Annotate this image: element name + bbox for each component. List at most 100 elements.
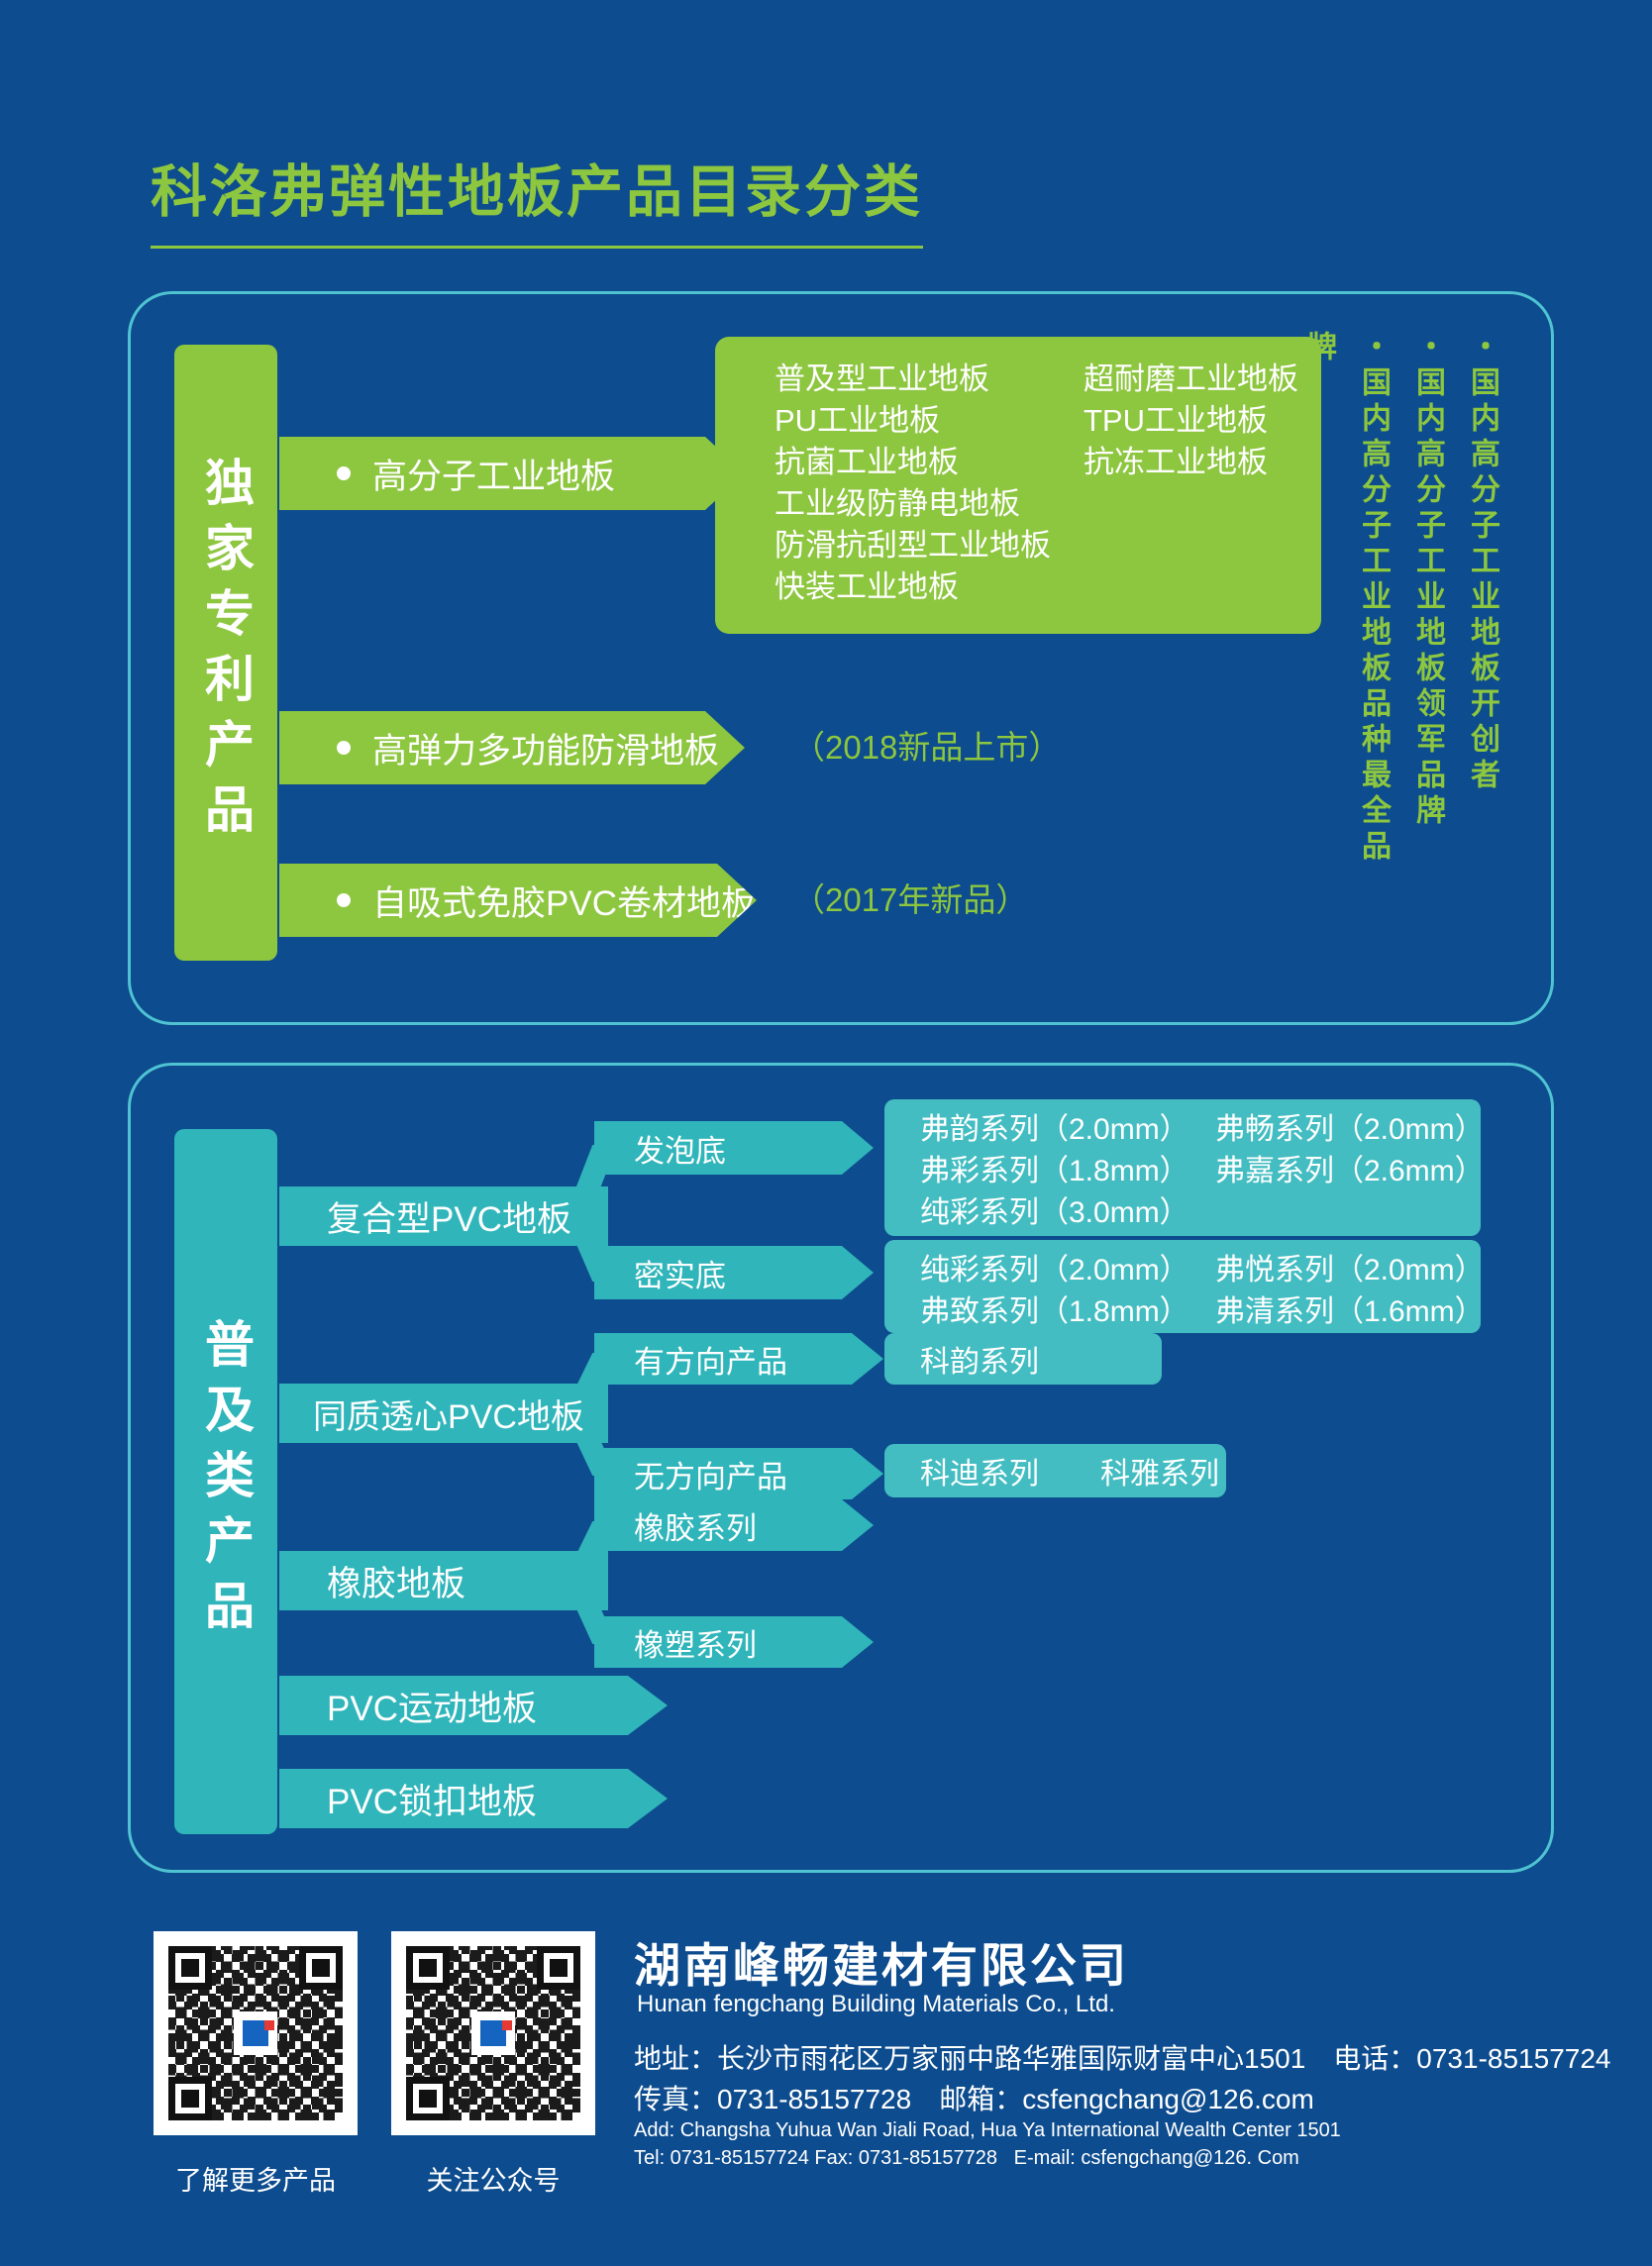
- tel-email-line-en: Tel: 0731-85157724 Fax: 0731-85157728 E-…: [634, 2147, 1299, 2169]
- homogeneous-pvc-banner: 同质透心PVC地板: [279, 1384, 608, 1443]
- banner-label: PVC锁扣地板: [327, 1782, 537, 1821]
- series-row: 弗致系列（1.8mm） 弗清系列（1.6mm）: [920, 1291, 1485, 1333]
- series-item: 弗嘉系列（2.6mm）: [1214, 1155, 1485, 1187]
- bullet-icon: [337, 466, 351, 480]
- banner-label: PVC运动地板: [327, 1689, 537, 1728]
- directional-series-box: 科韵系列: [884, 1333, 1162, 1385]
- company-name-en: Hunan fengchang Building Materials Co., …: [637, 1991, 1115, 2017]
- rubber-floor-banner: 橡胶地板: [279, 1551, 608, 1610]
- foam-base-series-box: 弗韵系列（2.0mm） 弗畅系列（2.0mm） 弗彩系列（1.8mm） 弗嘉系列…: [884, 1099, 1485, 1236]
- pvc-lock-floor-banner: PVC锁扣地板: [279, 1769, 668, 1828]
- list-item: TPU工业地板: [1084, 403, 1268, 438]
- arrow-label: 发泡底: [634, 1133, 726, 1169]
- non-directional-arrow: 无方向产品: [594, 1448, 883, 1499]
- series-row: 纯彩系列（3.0mm）: [920, 1192, 1481, 1234]
- qr-center-logo: [234, 2011, 277, 2055]
- slogan-line: ・国内高分子工业地板品种最全品牌: [1302, 331, 1390, 866]
- list-item: 快装工业地板: [774, 569, 959, 604]
- directional-arrow: 有方向产品: [594, 1333, 883, 1385]
- new-2018-note: （2018新品上市）: [792, 729, 1062, 766]
- list-item: 超耐磨工业地板: [1084, 361, 1298, 396]
- series-item: 科迪系列: [920, 1458, 1039, 1491]
- series-item: 科韵系列: [920, 1346, 1039, 1379]
- banner-label: 自吸式免胶PVC卷材地板: [372, 883, 756, 923]
- qr-finder-icon: [406, 2077, 450, 2120]
- series-row: 弗彩系列（1.8mm） 弗嘉系列（2.6mm）: [920, 1151, 1485, 1192]
- list-item: 防滑抗刮型工业地板: [774, 528, 1051, 563]
- banner-label: 同质透心PVC地板: [313, 1397, 584, 1436]
- banner-label: 高分子工业地板: [372, 457, 616, 496]
- list-row: 普及型工业地板 超耐磨工业地板: [774, 359, 1321, 400]
- slogan-line: ・国内高分子工业地板开创者: [1466, 331, 1498, 794]
- non-directional-series-box: 科迪系列 科雅系列: [884, 1444, 1226, 1497]
- series-item: 弗致系列（1.8mm）: [920, 1295, 1189, 1328]
- banner-label: 复合型PVC地板: [327, 1199, 571, 1239]
- list-item: 普及型工业地板: [774, 361, 989, 396]
- list-row: 防滑抗刮型工业地板: [774, 525, 1321, 566]
- series-item: 纯彩系列（3.0mm）: [920, 1196, 1189, 1229]
- arrow-label: 橡胶系列: [634, 1510, 757, 1546]
- qr-finder-icon: [168, 1946, 212, 1990]
- banner-label: 高弹力多功能防滑地板: [372, 731, 720, 771]
- qr-finder-icon: [537, 1946, 580, 1990]
- general-products-tab-label: 普及类产品: [198, 1318, 254, 1645]
- company-name: 湖南峰畅建材有限公司: [634, 1939, 1129, 1992]
- bullet-icon: [337, 893, 351, 907]
- qr-center-logo: [471, 2011, 515, 2055]
- list-item: 抗冻工业地板: [1084, 445, 1268, 479]
- patent-products-panel: [128, 291, 1554, 1025]
- list-row: 工业级防静电地板: [774, 483, 1321, 525]
- list-item: 工业级防静电地板: [774, 486, 1020, 521]
- address-line-en: Add: Changsha Yuhua Wan Jiali Road, Hua …: [634, 2119, 1341, 2141]
- slogan-line: ・国内高分子工业地板领军品牌: [1411, 331, 1444, 830]
- patent-products-tab-label: 独家专利产品: [198, 457, 254, 849]
- qr-wechat-label: 关注公众号: [426, 2166, 561, 2196]
- self-adhesive-pvc-banner: 自吸式免胶PVC卷材地板: [279, 864, 757, 937]
- polymer-industrial-floor-banner: 高分子工业地板: [279, 437, 745, 510]
- series-item: 弗彩系列（1.8mm）: [920, 1155, 1189, 1187]
- patent-products-tab: 独家专利产品: [174, 345, 277, 961]
- qr-finder-icon: [406, 1946, 450, 1990]
- brand-slogans-vertical: ・国内高分子工业地板开创者 ・国内高分子工业地板领军品牌 ・国内高分子工业地板品…: [1302, 331, 1509, 871]
- arrow-label: 无方向产品: [634, 1459, 787, 1494]
- list-item: PU工业地板: [774, 403, 941, 438]
- page-title: 科洛弗弹性地板产品目录分类: [151, 147, 923, 249]
- high-elastic-antislip-banner: 高弹力多功能防滑地板: [279, 711, 745, 784]
- list-row: 抗菌工业地板 抗冻工业地板: [774, 442, 1321, 483]
- qr-pattern: [406, 1946, 580, 2120]
- qr-code-wechat: [391, 1931, 595, 2135]
- pvc-sport-floor-banner: PVC运动地板: [279, 1676, 668, 1735]
- arrow-label: 橡塑系列: [634, 1627, 757, 1663]
- series-item: 纯彩系列（2.0mm）: [920, 1254, 1189, 1287]
- banner-label: 橡胶地板: [327, 1564, 466, 1603]
- fax-email-line: 传真：0731-85157728 邮箱：csfengchang@126.com: [634, 2084, 1314, 2114]
- series-row: 纯彩系列（2.0mm） 弗悦系列（2.0mm）: [920, 1250, 1485, 1291]
- series-item: 弗韵系列（2.0mm）: [920, 1113, 1189, 1146]
- rubber-series-arrow: 橡胶系列: [594, 1499, 874, 1551]
- new-2017-note: （2017年新品）: [792, 881, 1029, 918]
- arrow-label: 密实底: [634, 1258, 726, 1293]
- series-item: 弗清系列（1.6mm）: [1214, 1295, 1485, 1328]
- address-line: 地址：长沙市雨花区万家丽中路华雅国际财富中心1501 电话：0731-85157…: [634, 2043, 1611, 2074]
- qr-pattern: [168, 1946, 343, 2120]
- series-item: 弗悦系列（2.0mm）: [1214, 1254, 1485, 1287]
- list-row: 快装工业地板: [774, 566, 1321, 608]
- series-row: 弗韵系列（2.0mm） 弗畅系列（2.0mm）: [920, 1109, 1485, 1151]
- general-products-tab: 普及类产品: [174, 1129, 277, 1834]
- qr-finder-icon: [299, 1946, 343, 1990]
- bullet-icon: [337, 741, 351, 755]
- qr-finder-icon: [168, 2077, 212, 2120]
- qr-code-products: [154, 1931, 358, 2135]
- general-products-panel: [128, 1063, 1554, 1873]
- series-item: 科雅系列: [1100, 1458, 1219, 1491]
- list-item: 抗菌工业地板: [774, 445, 959, 479]
- foam-base-arrow: 发泡底: [594, 1121, 874, 1175]
- dense-base-series-box: 纯彩系列（2.0mm） 弗悦系列（2.0mm） 弗致系列（1.8mm） 弗清系列…: [884, 1240, 1485, 1333]
- list-row: PU工业地板 TPU工业地板: [774, 400, 1321, 442]
- composite-pvc-banner: 复合型PVC地板: [279, 1186, 608, 1246]
- series-item: 弗畅系列（2.0mm）: [1214, 1113, 1485, 1146]
- rubber-plastic-series-arrow: 橡塑系列: [594, 1616, 874, 1668]
- polymer-products-list: 普及型工业地板 超耐磨工业地板 PU工业地板 TPU工业地板 抗菌工业地板 抗冻…: [715, 337, 1321, 634]
- dense-base-arrow: 密实底: [594, 1246, 874, 1299]
